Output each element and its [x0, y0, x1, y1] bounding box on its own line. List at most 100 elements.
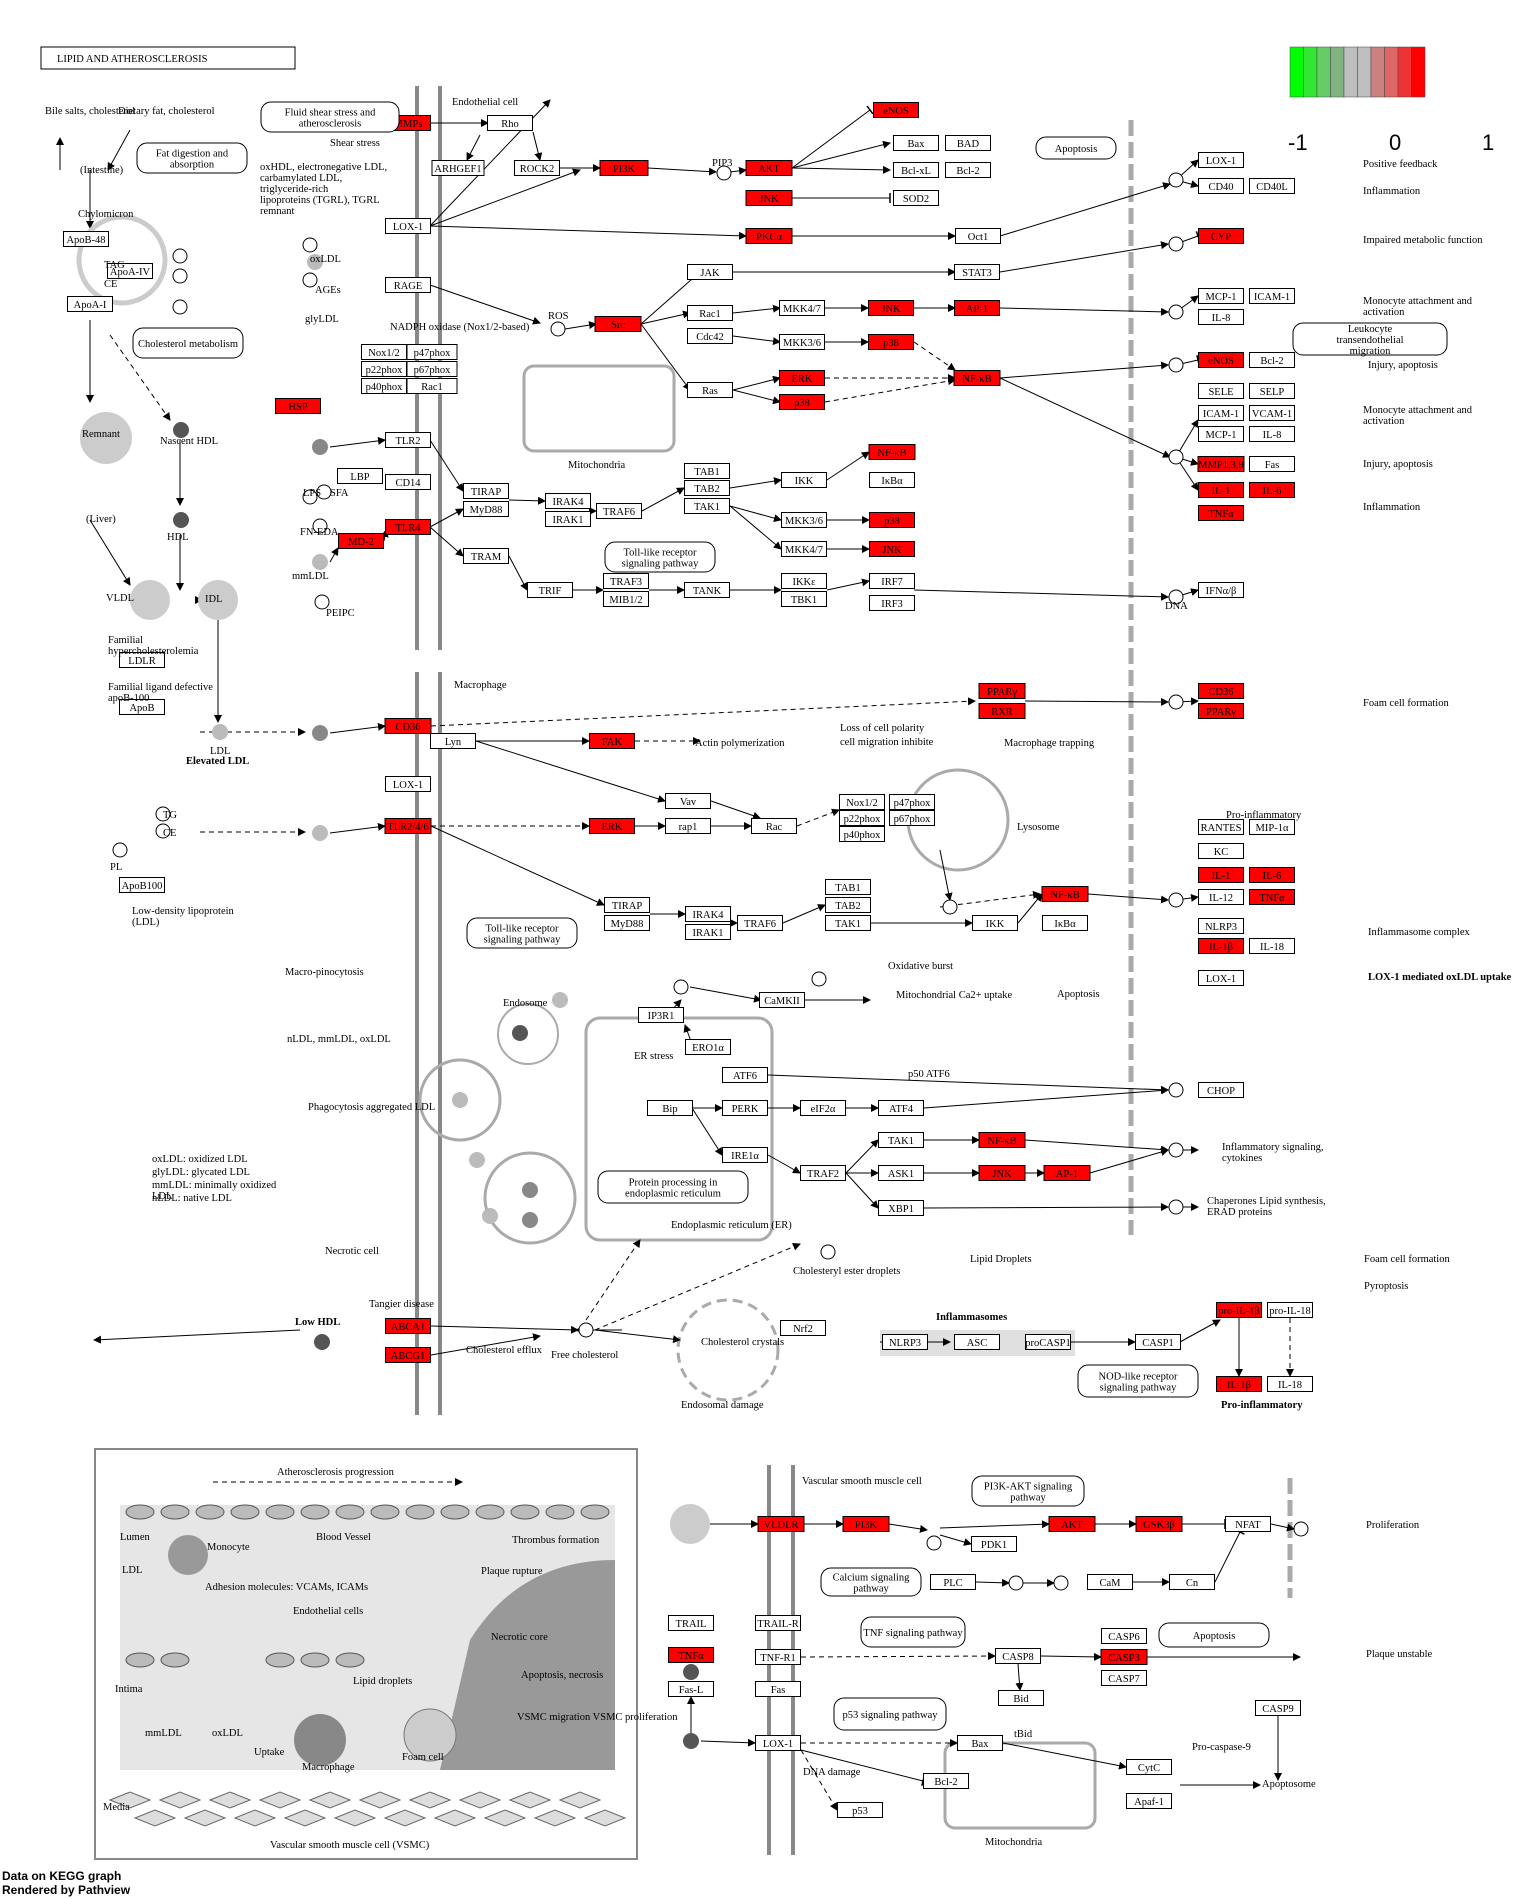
gene-node-tank[interactable]: TANK — [684, 582, 730, 598]
gene-node-nfkb_d[interactable]: NF-κB — [978, 1132, 1026, 1148]
gene-node-selp[interactable]: SELP — [1249, 383, 1295, 399]
gene-node-atf4[interactable]: ATF4 — [878, 1100, 924, 1116]
pathway-link-p53-path[interactable]: p53 signaling pathway — [833, 1697, 947, 1731]
gene-node-bad[interactable]: BAD — [945, 135, 991, 151]
gene-node-rantes[interactable]: RANTES — [1198, 819, 1244, 835]
gene-node-mcp1_a[interactable]: MCP-1 — [1198, 288, 1244, 304]
gene-node-trail[interactable]: TRAIL — [668, 1615, 714, 1631]
gene-node-il1b_b[interactable]: IL-1β — [1216, 1376, 1262, 1392]
gene-node-cytc[interactable]: CytC — [1126, 1759, 1172, 1775]
gene-node-rac1b[interactable]: Rac1 — [406, 378, 458, 394]
gene-node-pdk1[interactable]: PDK1 — [971, 1536, 1017, 1552]
gene-node-myd88_b[interactable]: MyD88 — [604, 915, 650, 931]
gene-node-ikk_a[interactable]: IKK — [781, 472, 827, 488]
gene-node-p53[interactable]: p53 — [837, 1802, 883, 1818]
gene-node-casp8[interactable]: CASP8 — [995, 1648, 1041, 1664]
gene-node-irf7[interactable]: IRF7 — [869, 573, 915, 589]
gene-node-casp7[interactable]: CASP7 — [1101, 1670, 1147, 1686]
gene-node-camkii[interactable]: CaMKII — [759, 992, 805, 1008]
gene-node-mmp139[interactable]: MMP1,3,9 — [1197, 456, 1245, 472]
gene-node-tlr2[interactable]: TLR2 — [385, 432, 431, 448]
gene-node-sele[interactable]: SELE — [1198, 383, 1244, 399]
gene-node-p47phox_b[interactable]: p47phox — [889, 794, 935, 810]
gene-node-tbk1[interactable]: TBK1 — [781, 591, 827, 607]
gene-node-src[interactable]: Src — [594, 316, 642, 332]
gene-node-hsp[interactable]: HSP — [275, 398, 321, 414]
gene-node-traf6_a[interactable]: TRAF6 — [596, 503, 642, 519]
gene-node-irf3[interactable]: IRF3 — [869, 595, 915, 611]
gene-node-lyn[interactable]: Lyn — [430, 733, 476, 749]
gene-node-myd88_a[interactable]: MyD88 — [463, 501, 509, 517]
gene-node-irak1_a[interactable]: IRAK1 — [545, 511, 591, 527]
gene-node-proil18[interactable]: pro-IL-18 — [1267, 1302, 1313, 1318]
gene-node-trif[interactable]: TRIF — [527, 582, 573, 598]
gene-node-ikk_b[interactable]: IKK — [972, 915, 1018, 931]
gene-node-tlr246[interactable]: TLR2/4/6 — [384, 818, 432, 834]
gene-node-rac1[interactable]: Rac1 — [687, 305, 733, 321]
gene-node-mip1a[interactable]: MIP-1α — [1249, 819, 1295, 835]
pathway-link-cholesterol-metabolism[interactable]: Cholesterol metabolism — [132, 327, 244, 359]
gene-node-erk_a[interactable]: ERK — [779, 370, 825, 386]
gene-node-plc[interactable]: PLC — [930, 1574, 976, 1590]
gene-node-fas_a[interactable]: Fas — [1249, 456, 1295, 472]
gene-node-tirap_a[interactable]: TIRAP — [463, 483, 509, 499]
gene-node-p40phox_b[interactable]: p40phox — [839, 826, 885, 842]
gene-node-nox12b[interactable]: Nox1/2 — [839, 794, 885, 810]
gene-node-tirap_b[interactable]: TIRAP — [604, 897, 650, 913]
gene-node-bax_a[interactable]: Bax — [893, 135, 939, 151]
gene-node-irak1_b[interactable]: IRAK1 — [685, 924, 731, 940]
gene-node-nlrp3_a[interactable]: NLRP3 — [1198, 918, 1244, 934]
gene-node-fasl[interactable]: Fas-L — [668, 1681, 714, 1697]
gene-node-jnk_a[interactable]: JNK — [745, 190, 793, 206]
gene-node-proil1b[interactable]: pro-IL-1β — [1216, 1302, 1262, 1318]
gene-node-icam1_a[interactable]: ICAM-1 — [1249, 288, 1295, 304]
gene-node-mib12[interactable]: MIB1/2 — [603, 591, 649, 607]
gene-node-il1_a[interactable]: IL-1 — [1198, 482, 1244, 498]
gene-node-ikba_a[interactable]: IκBα — [869, 472, 915, 488]
gene-node-ikba_b[interactable]: IκBα — [1042, 915, 1088, 931]
gene-node-nfkb_a[interactable]: NF-κB — [953, 370, 1001, 386]
pathway-link-tnf[interactable]: TNF signaling pathway — [860, 1616, 966, 1648]
gene-node-rho[interactable]: Rho — [487, 115, 533, 131]
gene-node-cd40[interactable]: CD40 — [1198, 178, 1244, 194]
gene-node-tab2_b[interactable]: TAB2 — [825, 897, 871, 913]
gene-node-p38_c[interactable]: p38 — [869, 512, 915, 528]
gene-node-irak4_a[interactable]: IRAK4 — [545, 493, 591, 509]
gene-node-casp6[interactable]: CASP6 — [1101, 1628, 1147, 1644]
gene-node-bcl2_c[interactable]: Bcl-2 — [923, 1773, 969, 1789]
gene-node-jnk_c[interactable]: JNK — [869, 541, 915, 557]
gene-node-erk_b[interactable]: ERK — [589, 818, 635, 834]
gene-node-traf6_b[interactable]: TRAF6 — [737, 915, 783, 931]
gene-node-tnfa_a[interactable]: TNFα — [1198, 505, 1244, 521]
gene-node-eif2a[interactable]: eIF2α — [800, 1100, 846, 1116]
gene-node-irak4_b[interactable]: IRAK4 — [685, 906, 731, 922]
gene-node-p22phox_b[interactable]: p22phox — [839, 810, 885, 826]
gene-node-il6_a[interactable]: IL-6 — [1249, 482, 1295, 498]
gene-node-xbp1[interactable]: XBP1 — [878, 1200, 924, 1216]
gene-node-cd40l[interactable]: CD40L — [1249, 178, 1295, 194]
gene-node-mkk36_b[interactable]: MKK3/6 — [781, 512, 827, 528]
gene-node-vldlr[interactable]: VLDLR — [757, 1516, 805, 1532]
gene-node-ip3r1[interactable]: IP3R1 — [638, 1007, 684, 1023]
gene-node-pkca[interactable]: PKCα — [745, 228, 793, 244]
gene-node-traf2[interactable]: TRAF2 — [800, 1165, 846, 1181]
gene-node-apob100[interactable]: ApoB100 — [119, 877, 165, 893]
gene-node-tak1_c[interactable]: TAK1 — [878, 1132, 924, 1148]
gene-node-gsk3b[interactable]: GSK3β — [1135, 1516, 1183, 1532]
gene-node-ap1_a[interactable]: AP-1 — [954, 300, 1000, 316]
gene-node-tnfr1[interactable]: TNF-R1 — [755, 1649, 801, 1665]
gene-node-il6_b[interactable]: IL-6 — [1249, 867, 1295, 883]
gene-node-vcam1[interactable]: VCAM-1 — [1249, 405, 1295, 421]
gene-node-arhgef1[interactable]: ARHGEF1 — [431, 160, 485, 176]
gene-node-rxr[interactable]: RXR — [978, 703, 1026, 719]
gene-node-abca1[interactable]: ABCA1 — [385, 1318, 431, 1334]
pathway-link-apoptosis-1[interactable]: Apoptosis — [1035, 136, 1117, 160]
gene-node-cn[interactable]: Cn — [1169, 1574, 1215, 1590]
gene-node-apoaiv[interactable]: ApoA-IV — [107, 263, 153, 279]
